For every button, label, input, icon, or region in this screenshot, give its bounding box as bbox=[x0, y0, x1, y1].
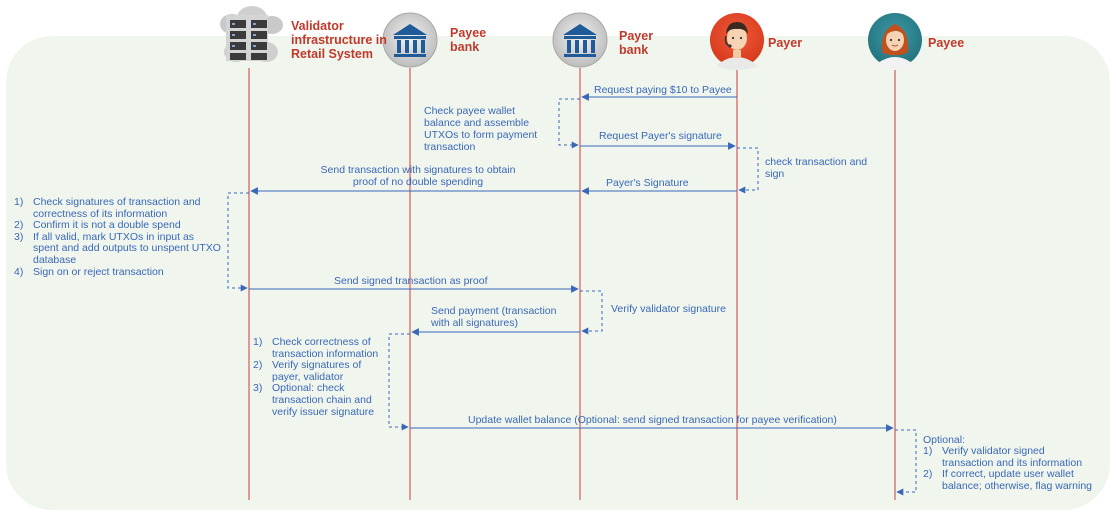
payee-bank-steps: 1) Check correctness of transaction infor… bbox=[253, 336, 385, 418]
step-text: Check correctness of transaction informa… bbox=[272, 336, 379, 360]
list-item: 1) Check correctness of transaction infor… bbox=[253, 336, 385, 360]
step-number: 2) bbox=[253, 359, 263, 372]
list-item: 1) Verify validator signed transaction an… bbox=[923, 445, 1095, 469]
self-loop-arrow bbox=[558, 98, 580, 149]
step-number: 1) bbox=[253, 336, 263, 348]
step-number: 1) bbox=[14, 196, 24, 208]
list-item: 3) If all valid, mark UTXOs in input as s… bbox=[14, 230, 222, 267]
validator-steps: 1) Check signatures of transaction and co… bbox=[14, 196, 222, 279]
message-label: Payer's Signature bbox=[606, 177, 689, 189]
self-loop-arrow bbox=[388, 333, 410, 431]
message-label: Request Payer's signature bbox=[599, 130, 722, 142]
message-label: Update wallet balance (Optional: send si… bbox=[468, 414, 837, 426]
actor-label-payer: Payer bbox=[768, 36, 803, 50]
message-label: Send transaction with signatures to obta… bbox=[320, 164, 516, 188]
step-number: 1) bbox=[923, 445, 933, 457]
list-item: 2) Confirm it is not a double spend bbox=[14, 219, 222, 232]
step-text: Check signatures of transaction and corr… bbox=[33, 196, 201, 220]
list-item: 4) Sign on or reject transaction bbox=[14, 265, 222, 279]
actor-label-validator: Validator infrastructure in Retail Syste… bbox=[291, 19, 387, 61]
step-number: 3) bbox=[14, 230, 24, 243]
step-text: Verify validator signed transaction and … bbox=[942, 445, 1083, 469]
step-number: 2) bbox=[14, 219, 24, 232]
actor-label-payer-bank: Payer bank bbox=[619, 29, 654, 57]
list-item: 2) Verify signatures of payer, validator bbox=[253, 359, 385, 383]
self-loop-arrow bbox=[580, 290, 603, 335]
step-text: If correct, update user wallet balance; … bbox=[942, 468, 1093, 492]
step-text: Confirm it is not a double spend bbox=[33, 219, 181, 232]
step-text: Optional: check transaction chain and ve… bbox=[272, 382, 375, 418]
self-loop-arrow bbox=[895, 429, 917, 496]
self-loop-arrow bbox=[737, 147, 759, 194]
server-rack-icon bbox=[220, 6, 283, 62]
note-payer-bank-check: Check payee wallet balance and assemble … bbox=[424, 105, 538, 153]
message-label: Send payment (transaction with all signa… bbox=[431, 305, 557, 329]
step-text: Sign on or reject transaction bbox=[33, 265, 164, 278]
step-text: Verify signatures of payer, validator bbox=[272, 359, 362, 383]
note-payer-bank-verify: Verify validator signature bbox=[611, 303, 726, 315]
list-item: 3) Optional: check transaction chain and … bbox=[253, 383, 385, 418]
message-label: Request paying $10 to Payee bbox=[594, 84, 732, 96]
step-number: 3) bbox=[253, 382, 263, 395]
payee-optional-title: Optional: bbox=[923, 434, 966, 446]
list-item: 2) If correct, update user wallet balance… bbox=[923, 468, 1095, 492]
actor-label-payee: Payee bbox=[928, 36, 965, 50]
messages bbox=[249, 93, 894, 432]
note-payer-check: check transaction and sign bbox=[765, 156, 868, 180]
person-avatar-icon bbox=[868, 13, 922, 70]
person-avatar-icon bbox=[710, 13, 764, 70]
self-loops bbox=[227, 98, 917, 496]
step-number: 2) bbox=[923, 468, 933, 481]
step-text: If all valid, mark UTXOs in input as spe… bbox=[33, 230, 221, 266]
bank-icon bbox=[552, 12, 608, 68]
actor-label-payee-bank: Payee bank bbox=[450, 26, 487, 54]
bank-icon bbox=[382, 12, 438, 68]
self-loop-arrow bbox=[227, 192, 249, 292]
payee-steps: 1) Verify validator signed transaction an… bbox=[923, 445, 1095, 492]
step-number: 4) bbox=[14, 265, 24, 278]
list-item: 1) Check signatures of transaction and co… bbox=[14, 196, 222, 220]
background-panel bbox=[6, 36, 1110, 510]
message-label: Send signed transaction as proof bbox=[334, 275, 488, 287]
